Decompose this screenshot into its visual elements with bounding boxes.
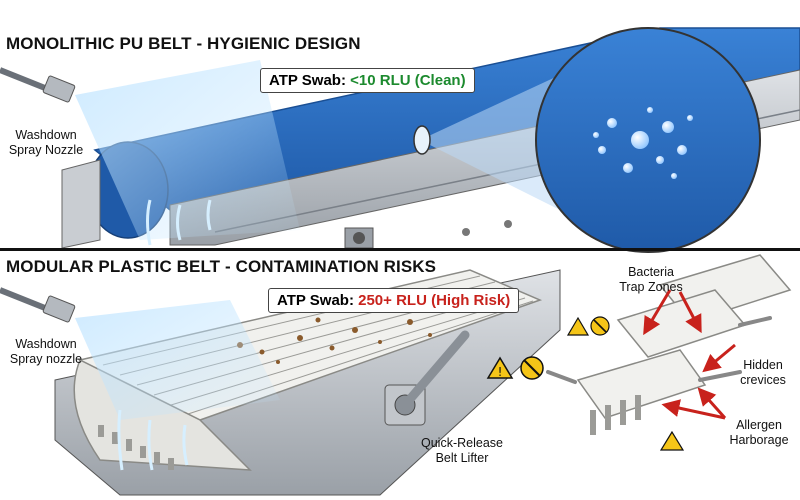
top-panel-title: MONOLITHIC PU BELT - HYGIENIC DESIGN	[6, 34, 361, 53]
belt-lifter-label-line1: Quick-Release	[421, 436, 503, 450]
exploded-module-detail	[546, 254, 792, 451]
hidden-crevices-label-line1: Hidden	[743, 358, 783, 372]
belt-lifter-label-line2: Belt Lifter	[435, 451, 489, 465]
top-atp-callout: ATP Swab: <10 RLU (Clean)	[260, 68, 475, 93]
belt-lifter-label: Quick-Release Belt Lifter	[408, 436, 516, 466]
bottom-atp-callout: ATP Swab: 250+ RLU (High Risk)	[268, 288, 520, 313]
top-nozzle-label: Washdown Spray Nozzle	[6, 128, 86, 158]
belt-front-slots	[98, 425, 174, 470]
allergen-harborage-label: Allergen Harborage	[720, 418, 798, 448]
allergen-harborage-label-line2: Harborage	[729, 433, 789, 447]
top-atp-value: <10 RLU (Clean)	[350, 72, 466, 89]
warning-icons-center: !	[486, 356, 544, 380]
bottom-nozzle-label-line1: Washdown	[15, 337, 77, 351]
hazard-arrows	[643, 289, 736, 420]
top-spray-nozzle-icon	[0, 60, 300, 246]
bottom-atp-prefix: ATP Swab:	[277, 292, 359, 309]
bottom-spray-nozzle-icon	[0, 287, 280, 471]
bottom-panel-title: MODULAR PLASTIC BELT - CONTAMINATION RIS…	[6, 257, 437, 276]
bottom-atp-value: 250+ RLU (High Risk)	[358, 292, 511, 309]
top-nozzle-label-line2: Spray Nozzle	[8, 143, 84, 157]
bacteria-trap-label-line2: Trap Zones	[619, 280, 683, 294]
bottom-nozzle-label-line2: Spray nozzle	[9, 352, 83, 366]
top-nozzle-label-line1: Washdown	[15, 128, 77, 142]
magnified-belt-lens	[413, 27, 761, 253]
bottom-nozzle-label: Washdown Spray nozzle	[6, 337, 86, 367]
bacteria-trap-label: Bacteria Trap Zones	[606, 265, 696, 295]
belt-lifter-handle	[384, 330, 470, 426]
panel-divider	[0, 248, 800, 251]
allergen-harborage-label-line1: Allergen	[736, 418, 782, 432]
hidden-crevices-label: Hidden crevices	[730, 358, 796, 388]
hidden-crevices-label-line2: crevices	[740, 373, 786, 387]
top-atp-prefix: ATP Swab:	[269, 72, 351, 89]
water-droplets	[593, 107, 693, 179]
bacteria-trap-label-line1: Bacteria	[628, 265, 674, 279]
svg-text:!: !	[498, 365, 503, 379]
